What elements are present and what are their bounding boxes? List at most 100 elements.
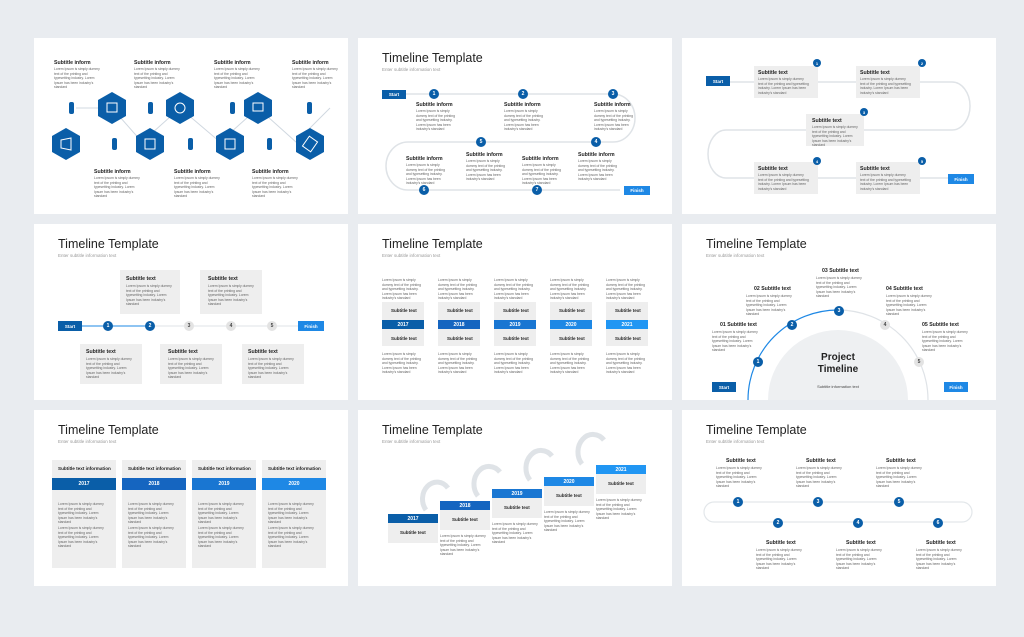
step-box-4: [544, 486, 594, 506]
desc-bottom-2: Lorem Ipsum is simply dummy text of the …: [438, 352, 478, 375]
label-7: Subtitle inform: [522, 156, 559, 162]
desc-4: Lorem Ipsum is simply dummy text of the …: [836, 548, 882, 571]
step-box-1: [388, 523, 438, 543]
step-2: 2: [518, 89, 528, 99]
slide-subtitle: Enter subtitle information text: [706, 439, 765, 444]
pill-2019: [307, 102, 312, 114]
finish-tag: Finish: [298, 321, 324, 331]
slide-8-thumbnail[interactable]: Timeline Template Enter subtitle informa…: [358, 410, 672, 586]
step-desc-5: Lorem Ipsum is simply dummy text of the …: [596, 498, 642, 521]
header-4: Subtitle text information: [268, 466, 321, 471]
label-bottom-3: Subtitle text: [503, 336, 529, 341]
label-1: Subtitle text: [758, 70, 788, 76]
year-2019: 2019: [492, 489, 542, 498]
desc-5: Lorem Ipsum is simply dummy text of the …: [94, 176, 140, 199]
desc-top-2: Lorem Ipsum is simply dummy text of the …: [438, 278, 478, 301]
desc-7: Lorem Ipsum is simply dummy text of the …: [252, 176, 298, 199]
start-tag: Start: [382, 90, 406, 99]
label-4: Subtitle text: [168, 349, 198, 355]
item-5-label: 05 Subtitle text: [922, 322, 959, 328]
step-4: 4: [853, 518, 863, 528]
year-2017: 2017: [382, 320, 424, 329]
desc-2: Lorem Ipsum is simply dummy text of the …: [756, 548, 802, 571]
slide-subtitle: Enter subtitle information text: [58, 253, 117, 258]
label-1: Subtitle inform: [416, 102, 453, 108]
slide-9-thumbnail[interactable]: Timeline Template Enter subtitle informa…: [682, 410, 996, 586]
step-box-5: [596, 474, 646, 494]
card-3: [806, 114, 864, 146]
label-4: Subtitle inform: [578, 152, 615, 158]
card-1: [120, 270, 180, 314]
rounded-track: [703, 501, 973, 523]
header-2: Subtitle text information: [128, 466, 181, 471]
item-1-label: 01 Subtitle text: [720, 322, 757, 328]
label-top-5: Subtitle text: [615, 308, 641, 313]
slide-subtitle: Enter subtitle information text: [382, 439, 441, 444]
desc-3: Lorem Ipsum is simply dummy text of the …: [812, 125, 858, 148]
step-1: 1: [813, 59, 821, 67]
step-5: 5: [894, 497, 904, 507]
label-1: Subtitle inform: [54, 60, 91, 66]
step-label-5: Subtitle text: [608, 481, 634, 486]
slide-2-thumbnail[interactable]: Timeline Template Enter subtitle informa…: [358, 38, 672, 214]
card-2: [200, 270, 262, 314]
year-2017: 2017: [52, 478, 116, 490]
desc-1: Lorem Ipsum is simply dummy text of the …: [716, 466, 762, 489]
step-2: 2: [773, 518, 783, 528]
slide-title: Timeline Template: [382, 423, 483, 437]
desc-2: Lorem Ipsum is simply dummy text of the …: [128, 502, 174, 525]
item-4-label: 04 Subtitle text: [886, 286, 923, 292]
desc-4: Lorem Ipsum is simply dummy text of the …: [578, 159, 618, 182]
card-4: [160, 344, 222, 384]
year-2019: 2019: [192, 478, 256, 490]
desc-bottom-5: Lorem Ipsum is simply dummy text of the …: [606, 352, 646, 375]
step-1: 1: [733, 497, 743, 507]
desc-6: Lorem Ipsum is simply dummy text of the …: [916, 548, 962, 571]
card-2: [856, 66, 920, 98]
slide-3-thumbnail[interactable]: Start Finish Subtitle text Lorem Ipsum i…: [682, 38, 996, 214]
step-5: 5: [914, 357, 924, 367]
step-2: 2: [918, 59, 926, 67]
label-4: Subtitle text: [758, 166, 788, 172]
slide-title: Timeline Template: [706, 423, 807, 437]
desc-3: Lorem Ipsum is simply dummy text of the …: [796, 466, 842, 489]
item-5-desc: Lorem Ipsum is simply dummy text of the …: [922, 330, 968, 353]
item-3-label: 03 Subtitle text: [822, 268, 859, 274]
label-2: Subtitle inform: [134, 60, 171, 66]
desc-top-3: Lorem Ipsum is simply dummy text of the …: [494, 278, 534, 301]
label-6: Subtitle inform: [406, 156, 443, 162]
desc-3: Lorem Ipsum is simply dummy text of the …: [214, 67, 260, 90]
slide-6-thumbnail[interactable]: Timeline Template Enter subtitle informa…: [682, 224, 996, 400]
start-tag: Start: [58, 321, 82, 331]
slide-title: Timeline Template: [382, 51, 483, 65]
pill-2018: [230, 102, 235, 114]
desc-1: Lorem Ipsum is simply dummy text of the …: [58, 502, 104, 525]
desc-5: Lorem Ipsum is simply dummy text of the …: [466, 159, 506, 182]
desc-3b: Lorem Ipsum is simply dummy text of the …: [198, 526, 244, 549]
desc-bottom-4: Lorem Ipsum is simply dummy text of the …: [550, 352, 590, 375]
step-6: 6: [419, 185, 429, 195]
year-2020: 2020: [262, 478, 326, 490]
desc-5: Lorem Ipsum is simply dummy text of the …: [876, 466, 922, 489]
slide-5-thumbnail[interactable]: Timeline Template Enter subtitle informa…: [358, 224, 672, 400]
step-2: 2: [145, 321, 155, 331]
year-2019: 2019: [494, 320, 536, 329]
step-4: 4: [591, 137, 601, 147]
project-subtitle: Subtitle information text: [817, 384, 859, 389]
step-5: 5: [918, 157, 926, 165]
desc-3: Lorem Ipsum is simply dummy text of the …: [594, 109, 634, 132]
year-2020: 2020: [544, 477, 594, 486]
pill-2022: [267, 138, 272, 150]
slide-4-thumbnail[interactable]: Timeline Template Enter subtitle informa…: [34, 224, 348, 400]
slide-7-thumbnail[interactable]: Timeline Template Enter subtitle informa…: [34, 410, 348, 586]
label-3: Subtitle text: [812, 118, 842, 124]
label-5: Subtitle text: [860, 166, 890, 172]
desc-1: Lorem Ipsum is simply dummy text of the …: [758, 77, 809, 95]
semicircle-arc: [747, 309, 929, 400]
label-1: Subtitle text: [126, 276, 156, 282]
slide-title: Timeline Template: [58, 237, 159, 251]
desc-4: Lorem Ipsum is simply dummy text of the …: [168, 357, 214, 380]
slide-1-thumbnail[interactable]: Subtitle inform Lorem Ipsum is simply du…: [34, 38, 348, 214]
label-4: Subtitle inform: [292, 60, 329, 66]
desc-2b: Lorem Ipsum is simply dummy text of the …: [128, 526, 174, 549]
